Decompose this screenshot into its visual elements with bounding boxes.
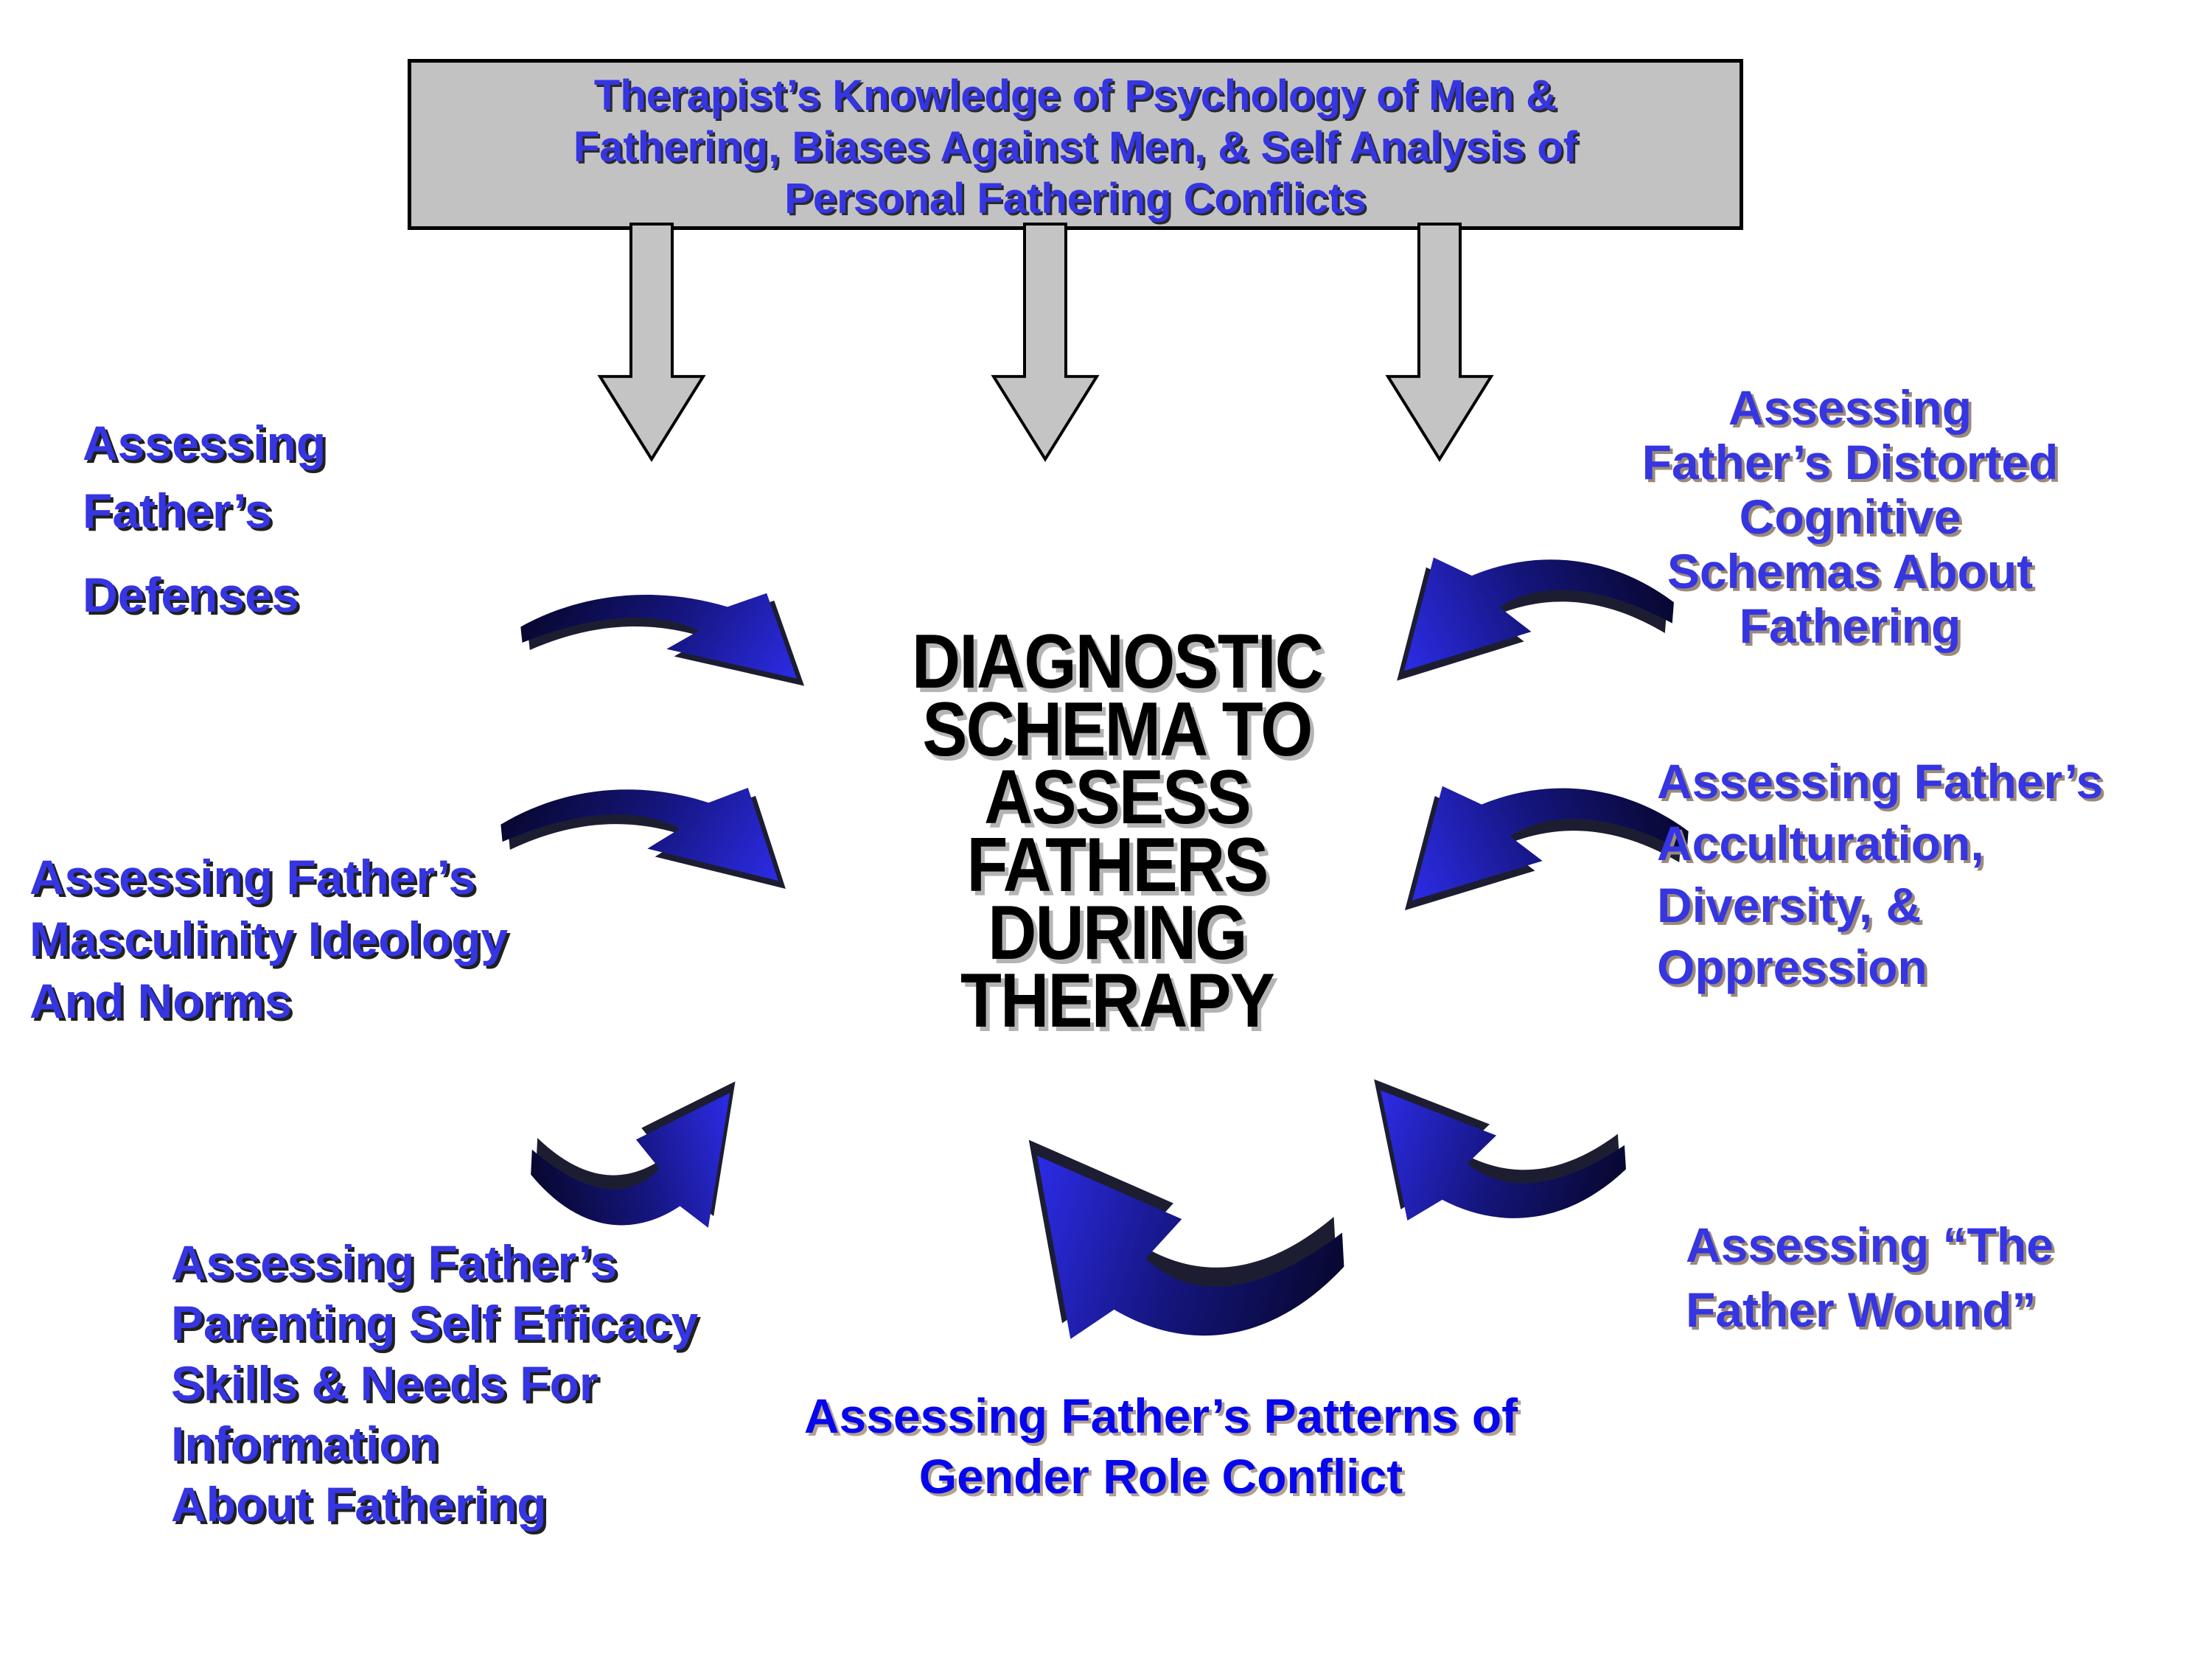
- curved-arrow-bottom-left-icon: [531, 1081, 736, 1228]
- center-title-line: SCHEMA TO: [922, 687, 1313, 772]
- label-line: Information: [171, 1417, 439, 1471]
- label-line: Assessing “The: [1686, 1218, 2054, 1272]
- label-line: Gender Role Conflict: [918, 1449, 1403, 1503]
- label-line: Assessing Father’s: [171, 1235, 618, 1290]
- label-line: Defenses: [83, 567, 299, 622]
- label-line: Cognitive: [1739, 489, 1961, 544]
- label-father-wound: Assessing “The Father Wound”: [1686, 1212, 2054, 1342]
- label-line: About Fathering: [171, 1477, 547, 1531]
- gray-down-arrow-icon: [1386, 223, 1493, 461]
- label-line: Assessing Father’s: [29, 850, 476, 904]
- curved-arrow-left-icon: [500, 787, 786, 889]
- label-line: Oppression: [1657, 940, 1927, 994]
- label-line: Fathering: [1739, 598, 1961, 653]
- label-line: Father’s: [83, 483, 272, 538]
- center-title-line: THERAPY: [960, 958, 1275, 1044]
- curved-arrow-right-icon: [1404, 786, 1689, 911]
- label-line: Assessing: [1728, 380, 1972, 435]
- label-line: Assessing: [83, 416, 327, 470]
- gray-down-arrow-icon: [992, 223, 1098, 461]
- label-line: Assessing Father’s Patterns of: [803, 1389, 1518, 1443]
- label-acculturation: Assessing Father’s Acculturation, Divers…: [1657, 750, 2103, 998]
- gray-down-arrow-icon: [599, 223, 705, 461]
- header-line: Therapist’s Knowledge of Psychology of M…: [593, 71, 1557, 119]
- label-parenting: Assessing Father’s Parenting Self Effica…: [171, 1232, 698, 1534]
- label-line: Skills & Needs For: [171, 1356, 599, 1411]
- label-line: And Norms: [29, 974, 292, 1028]
- label-cognitive: Assessing Father’s Distorted Cognitive S…: [1614, 380, 2086, 653]
- curved-arrow-bottom-right-icon: [1374, 1079, 1626, 1221]
- label-line: Father’s Distorted: [1641, 435, 2059, 489]
- header-box: Therapist’s Knowledge of Psychology of M…: [408, 59, 1743, 230]
- label-masculinity: Assessing Father’s Masculinity Ideology …: [29, 846, 508, 1032]
- header-line: Personal Fathering Conflicts: [784, 175, 1367, 223]
- curved-arrow-bottom-center-icon: [1028, 1139, 1344, 1339]
- label-line: Parenting Self Efficacy: [171, 1296, 699, 1350]
- label-line: Masculinity Ideology: [29, 912, 509, 966]
- center-title-line: DIAGNOSTIC: [912, 619, 1324, 705]
- label-line: Assessing Father’s: [1657, 754, 2104, 808]
- label-line: Father Wound”: [1686, 1282, 2037, 1337]
- label-line: Acculturation,: [1657, 816, 1984, 870]
- header-line: Fathering, Biases Against Men, & Self An…: [573, 123, 1578, 171]
- label-gender-role: Assessing Father’s Patterns of Gender Ro…: [778, 1386, 1544, 1506]
- center-title-line: DURING: [988, 890, 1247, 976]
- center-title: DIAGNOSTIC SCHEMA TO ASSESS FATHERS DURI…: [834, 619, 1401, 1044]
- label-line: Schemas About: [1667, 544, 2034, 598]
- label-line: Diversity, &: [1657, 878, 1922, 932]
- label-defenses: Assessing Father’s Defenses: [83, 409, 326, 629]
- center-title-line: ASSESS FATHERS: [966, 755, 1269, 908]
- curved-arrow-top-left-icon: [520, 593, 805, 686]
